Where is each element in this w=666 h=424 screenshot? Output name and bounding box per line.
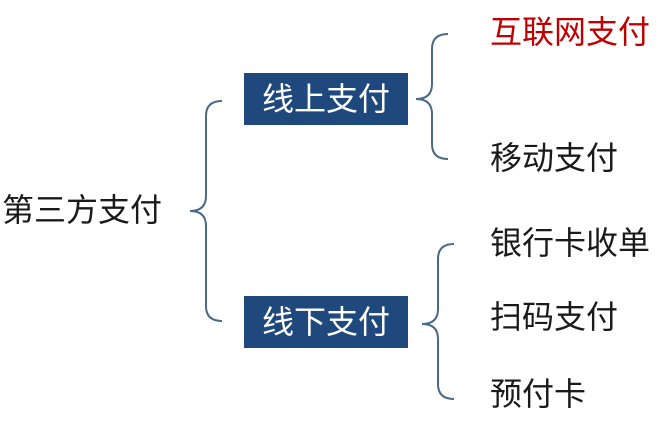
leaf-prepaid-card: 预付卡 [490,375,587,413]
root-bracket [189,100,223,322]
leaf-bank-card-acquiring: 银行卡收单 [490,224,651,262]
branch-box-offline: 线下支付 [244,296,408,348]
leaf-mobile-payment: 移动支付 [490,139,619,177]
root-label: 第三方支付 [2,191,163,229]
leaf-qr-code-payment: 扫码支付 [490,298,619,336]
leaf-internet-payment: 互联网支付 [490,13,651,51]
online-bracket [415,33,449,160]
branch-box-online: 线上支付 [244,73,408,125]
offline-bracket [421,243,455,400]
